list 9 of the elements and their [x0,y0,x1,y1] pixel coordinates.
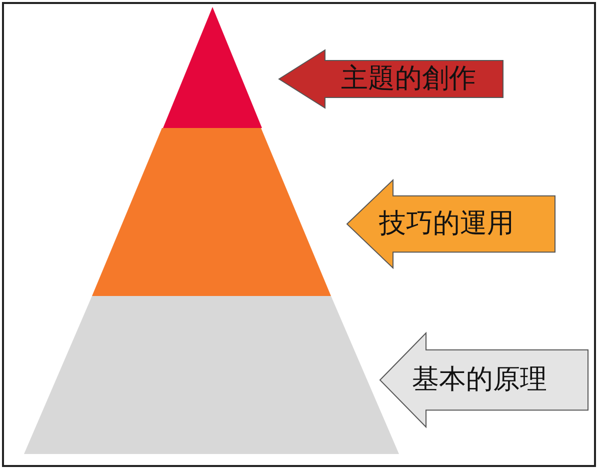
callout-label: 基本的原理 [412,366,547,393]
pyramid-middle-layer [92,128,331,296]
pyramid-bottom-layer [24,296,399,454]
arrow-callout [347,180,555,268]
arrow-callout [279,50,503,108]
callout-label: 主題的創作 [341,65,476,92]
callout-label: 技巧的運用 [379,210,514,237]
pyramid-top-layer [163,7,262,128]
arrow-callout [380,333,588,427]
